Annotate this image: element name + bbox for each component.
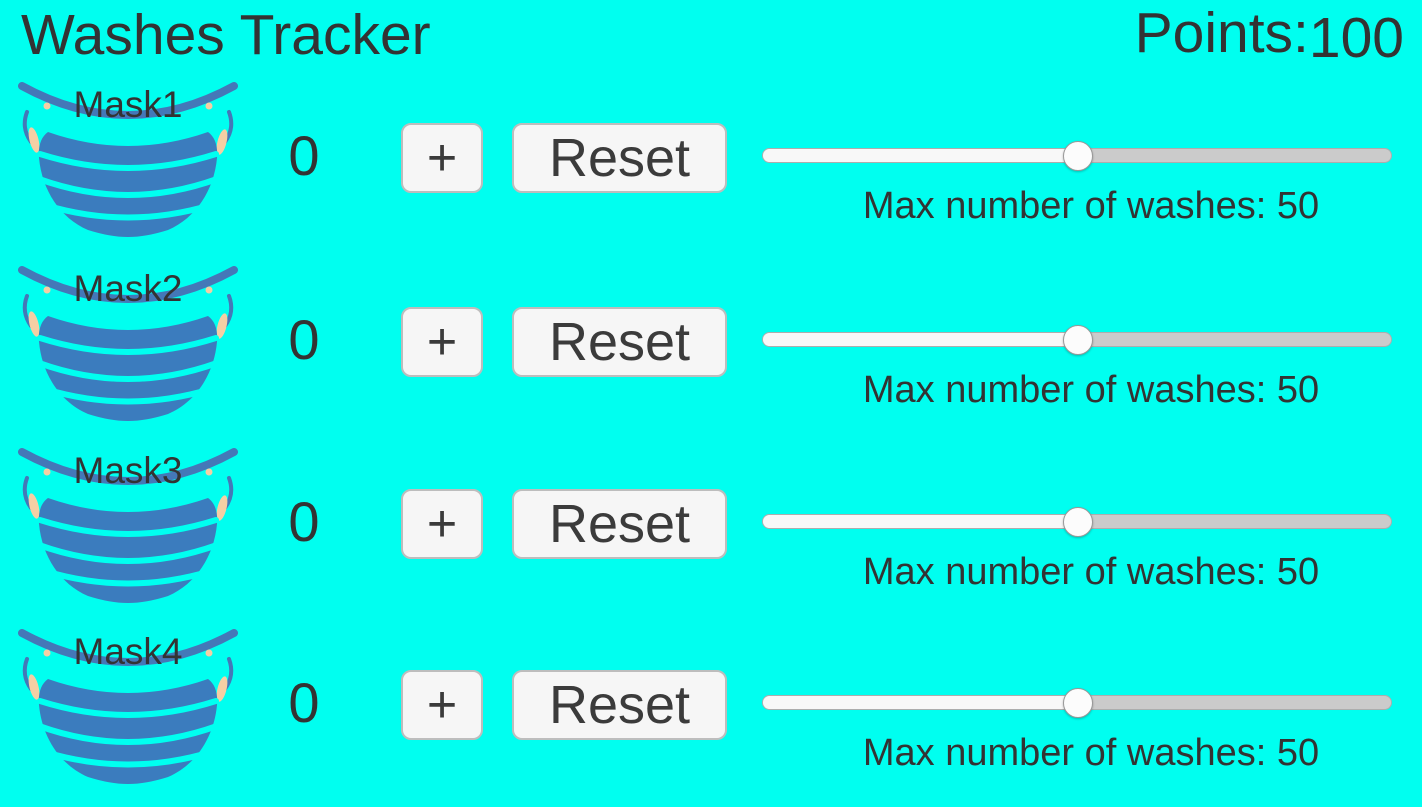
mask-name-label: Mask1 <box>73 84 183 125</box>
max-washes-label: Max number of washes: 50 <box>862 185 1320 227</box>
mask-image: Mask3 <box>16 446 240 606</box>
increment-button[interactable]: + <box>401 489 483 559</box>
slider-thumb[interactable] <box>1063 141 1093 171</box>
wash-count: 0 <box>288 124 320 187</box>
reset-button[interactable]: Reset <box>512 489 727 559</box>
mask-row: Mask1 0 + Reset Max number of washes: 50 <box>0 78 1422 260</box>
wash-count: 0 <box>288 490 320 553</box>
slider-thumb[interactable] <box>1063 688 1093 718</box>
face-mask-icon <box>18 448 238 603</box>
face-mask-icon <box>18 82 238 237</box>
mask-row: Mask4 0 + Reset Max number of washes: 50 <box>0 625 1422 807</box>
slider-fill <box>763 333 1077 346</box>
max-washes-slider[interactable] <box>762 688 1394 718</box>
slider-fill <box>763 696 1077 709</box>
slider-thumb[interactable] <box>1063 507 1093 537</box>
increment-button[interactable]: + <box>401 123 483 193</box>
face-mask-icon <box>18 629 238 784</box>
mask-image: Mask1 <box>16 80 240 240</box>
slider-fill <box>763 515 1077 528</box>
max-washes-slider[interactable] <box>762 507 1394 537</box>
mask-row: Mask3 0 + Reset Max number of washes: 50 <box>0 444 1422 626</box>
increment-button[interactable]: + <box>401 307 483 377</box>
max-washes-label: Max number of washes: 50 <box>862 369 1320 411</box>
page-title: Washes Tracker <box>21 3 431 67</box>
max-washes-label: Max number of washes: 50 <box>862 551 1320 593</box>
mask-name-label: Mask4 <box>73 631 183 672</box>
max-washes-label: Max number of washes: 50 <box>862 732 1320 774</box>
face-mask-icon <box>18 266 238 421</box>
max-washes-slider[interactable] <box>762 141 1394 171</box>
slider-thumb[interactable] <box>1063 325 1093 355</box>
mask-name-label: Mask3 <box>73 450 183 491</box>
slider-fill <box>763 149 1077 162</box>
mask-image: Mask4 <box>16 627 240 787</box>
points-display: Points:100 <box>1134 1 1404 70</box>
reset-button[interactable]: Reset <box>512 670 727 740</box>
mask-row: Mask2 0 + Reset Max number of washes: 50 <box>0 262 1422 444</box>
wash-count: 0 <box>288 308 320 371</box>
increment-button[interactable]: + <box>401 670 483 740</box>
reset-button[interactable]: Reset <box>512 123 727 193</box>
points-value: 100 <box>1308 6 1404 70</box>
points-label: Points: <box>1134 1 1309 65</box>
max-washes-slider[interactable] <box>762 325 1394 355</box>
mask-name-label: Mask2 <box>73 268 183 309</box>
mask-image: Mask2 <box>16 264 240 424</box>
wash-count: 0 <box>288 671 320 734</box>
reset-button[interactable]: Reset <box>512 307 727 377</box>
